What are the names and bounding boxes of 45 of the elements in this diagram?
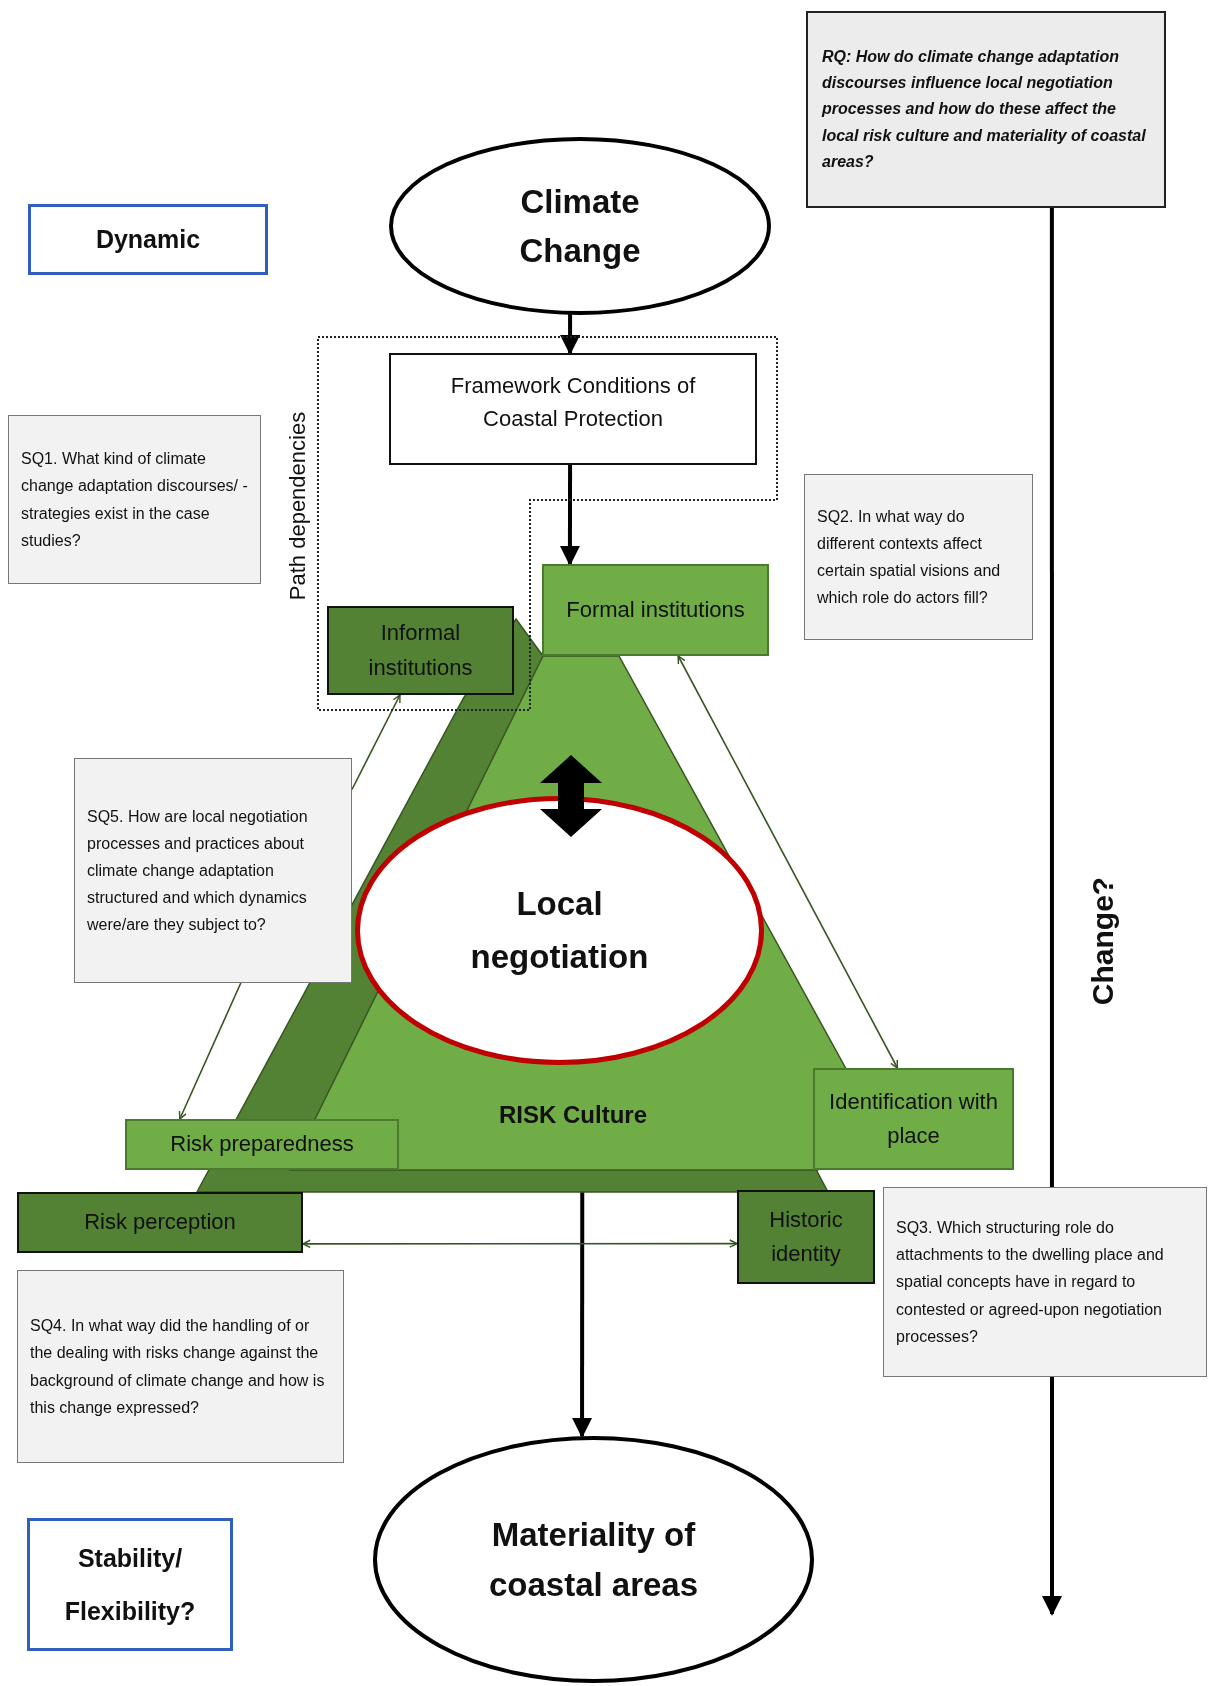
question-box — [74, 758, 352, 983]
box-label: Risk perception — [84, 1208, 236, 1237]
box-label: Framework Conditions of Coastal Protection — [449, 372, 697, 433]
outlined-box — [28, 204, 268, 275]
institution-box — [17, 1192, 303, 1253]
institution-box — [542, 564, 769, 656]
box-label: Informal institutions — [367, 619, 474, 682]
ellipse-label: Materiality of coastal areas — [487, 1515, 700, 1605]
question-box — [804, 474, 1033, 640]
institution-box — [327, 606, 514, 695]
arrow — [302, 1239, 738, 1249]
box-label: Risk preparedness — [170, 1130, 354, 1159]
arrow — [559, 465, 580, 566]
triangle-label: RISK Culture — [498, 1101, 648, 1129]
ellipse — [389, 137, 771, 315]
question-box — [806, 11, 1166, 208]
institution-box — [125, 1119, 399, 1170]
outlined-box — [27, 1518, 233, 1651]
box-label: Formal institutions — [566, 595, 745, 624]
question-box — [883, 1187, 1207, 1377]
box-label: Identification with place — [828, 1087, 999, 1150]
ellipse — [355, 796, 764, 1065]
box-label: Dynamic — [95, 224, 201, 256]
ellipse — [373, 1436, 814, 1683]
ellipse-label: Climate Change — [518, 181, 642, 271]
arrow — [677, 655, 899, 1069]
question-box — [17, 1270, 344, 1463]
process-box — [389, 353, 757, 465]
box-label: Historic identity — [768, 1205, 844, 1268]
question-box — [8, 415, 261, 584]
arrow — [560, 312, 581, 355]
arrow — [351, 694, 401, 791]
research-question: RQ: How do climate change adaptation discourses influence local negotiation processes and how do these affect the local risk culture and materiality of coastal areas? — [822, 46, 1147, 173]
arrow — [572, 1192, 593, 1438]
box-label: Stability/ Flexibility? — [63, 1543, 197, 1627]
ellipse-label: Local negotiation — [469, 883, 650, 977]
sub-question: SQ4. In what way did the handling of or the dealing with risks change against the background of climate change and how is this change expressed? — [30, 1316, 326, 1418]
sub-question: SQ2. In what way do different contexts affect certain spatial visions and which role do actors fill? — [817, 506, 1002, 609]
institution-box — [813, 1068, 1014, 1170]
institution-box — [737, 1190, 875, 1284]
arrow — [178, 982, 242, 1120]
sub-question: SQ5. How are local negotiation processes and practices about climate change adaptation structured and which dynamics were/are they subject to? — [87, 806, 309, 936]
sub-question: SQ1. What kind of climate change adaptation discourses/ -strategies exist in the case studies? — [21, 449, 248, 551]
region-label: Path dependencies — [285, 410, 311, 603]
sub-question: SQ3. Which structuring role do attachments to the dwelling place and spatial concepts have in regard to contested or agreed-upon negotiation processes? — [896, 1218, 1165, 1347]
